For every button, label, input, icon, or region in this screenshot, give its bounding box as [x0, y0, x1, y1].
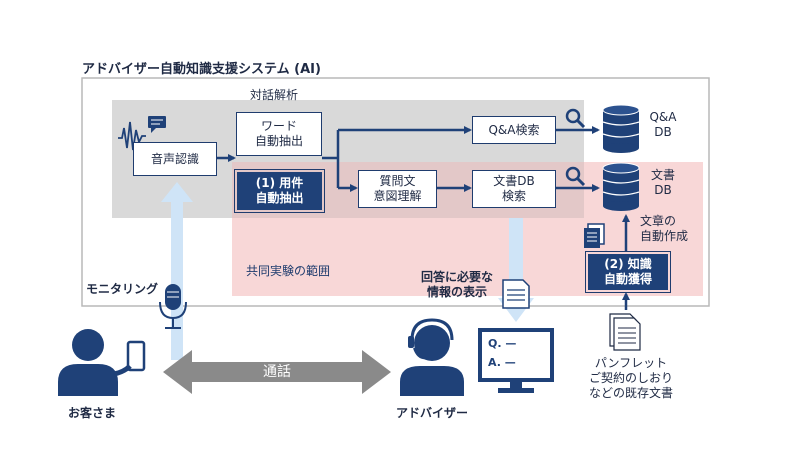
question-intent-box: 質問文 意図理解 [358, 170, 437, 208]
knowledge-acquisition-line1: (2) 知識 [604, 257, 652, 271]
system-title: アドバイザー自動知識支援システム (AI) [82, 62, 321, 77]
qa-db-line1: Q&A [649, 110, 677, 124]
screen-a-line: A. — [488, 356, 516, 369]
auto-doc-creation-line2: 自動作成 [640, 229, 689, 243]
question-intent-line1: 質問文 [379, 174, 416, 188]
doc-db-label: 文書 DB [644, 168, 682, 198]
document-stack-icon [584, 223, 605, 248]
qa-db-line2: DB [654, 125, 672, 139]
customer-icon [58, 329, 146, 396]
system-frame [81, 77, 710, 307]
qa-search-label: Q&A検索 [488, 122, 540, 137]
knowledge-acquisition-box: (2) 知識 自動獲得 [585, 251, 671, 293]
answer-document-icon [502, 279, 530, 309]
auto-doc-creation-line1: 文章の [640, 214, 677, 228]
existing-docs-line1: パンフレット [594, 356, 668, 370]
sound-wave-icon [118, 116, 166, 151]
requirement-extraction-line2: 自動抽出 [255, 191, 304, 205]
call-label: 通話 [263, 364, 291, 380]
search-icon [565, 166, 586, 187]
docdb-search-line2: 検索 [501, 189, 526, 203]
auto-doc-creation-label: 文章の 自動作成 [640, 214, 688, 244]
doc-database-icon [602, 162, 640, 211]
answer-display-line1: 回答に必要な [420, 270, 493, 284]
qa-search-box: Q&A検索 [472, 116, 556, 144]
speech-recognition-box: 音声認識 [133, 142, 217, 176]
requirement-extraction-box: (1) 用件 自動抽出 [234, 169, 325, 213]
monitor-icon [478, 328, 554, 393]
answer-display-label: 回答に必要な 情報の表示 [414, 270, 500, 300]
advisor-icon [400, 318, 464, 396]
qa-db-label: Q&A DB [644, 110, 682, 140]
knowledge-acquisition-line2: 自動獲得 [603, 272, 652, 286]
microphone-icon [159, 284, 187, 329]
existing-docs-label: パンフレット ご契約のしおり などの既存文書 [576, 356, 686, 401]
call-arrow [163, 350, 391, 394]
word-extraction-box: ワード 自動抽出 [236, 112, 322, 156]
existing-docs-line3: などの既存文書 [588, 386, 673, 400]
question-intent-line2: 意図理解 [373, 189, 422, 203]
search-icon [565, 108, 586, 129]
screen-q-line: Q. — [488, 337, 517, 350]
speech-recognition-label: 音声認識 [150, 151, 199, 166]
word-extraction-line2: 自動抽出 [254, 134, 303, 148]
customer-label: お客さま [68, 406, 117, 420]
word-extraction-line1: ワード [260, 119, 297, 133]
docdb-search-line1: 文書DB [493, 174, 535, 188]
joint-experiment-label: 共同実験の範囲 [246, 264, 331, 278]
qa-database-icon [602, 104, 640, 153]
existing-docs-line2: ご契約のしおり [588, 371, 673, 385]
monitoring-flow [161, 182, 193, 360]
doc-db-line2: DB [654, 183, 672, 197]
requirement-extraction-line1: (1) 用件 [255, 176, 304, 190]
pamphlet-documents-icon [609, 313, 641, 351]
connector-branch [322, 130, 340, 188]
doc-db-line1: 文書 [650, 168, 675, 182]
monitoring-label: モニタリング [86, 282, 159, 296]
advisor-label: アドバイザー [396, 406, 469, 420]
answer-display-line2: 情報の表示 [426, 285, 487, 299]
dialog-analysis-label: 対話解析 [250, 88, 299, 102]
docdb-search-box: 文書DB 検索 [472, 170, 556, 208]
